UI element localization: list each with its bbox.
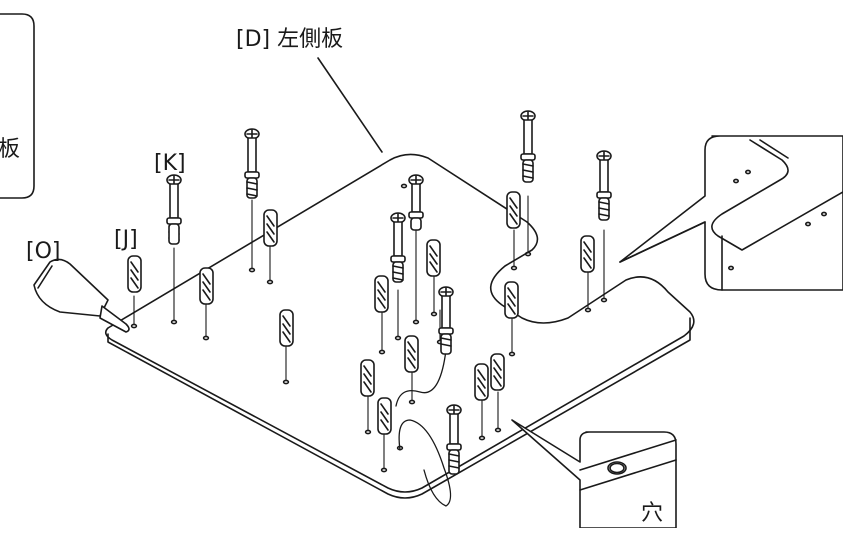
dowel [127, 255, 142, 293]
dowel-screw [244, 128, 260, 199]
cut-off-char: 板 [0, 137, 20, 162]
dowel [377, 397, 392, 435]
dowel [490, 353, 505, 391]
dowel [360, 359, 375, 397]
hole-label: 穴 [641, 501, 663, 526]
detail-callout-top [619, 135, 843, 291]
left-callout-box: 板 [0, 13, 35, 199]
dowel [506, 191, 521, 229]
dowel [474, 363, 489, 401]
dowel-screw [520, 110, 536, 183]
side-panel-label: [D] 左側板 [236, 27, 343, 52]
dowel-screw-label: [K] [154, 151, 186, 176]
glue-trace-2 [395, 349, 447, 407]
glue-label: [O] [26, 239, 60, 264]
dowel-screw [446, 404, 462, 475]
dowel [426, 239, 441, 277]
glue-trace [398, 419, 452, 507]
dowel-screws [166, 110, 612, 475]
dowel-screw [596, 150, 612, 221]
dowel [199, 267, 214, 305]
hole-callout: 穴 [511, 419, 677, 529]
dowels [127, 191, 595, 435]
dowel [263, 209, 278, 247]
dowel [404, 335, 419, 373]
dowel [374, 275, 389, 313]
side-panel-d [104, 153, 695, 499]
dowel-screw [408, 174, 424, 231]
dowel-screw [390, 212, 406, 283]
leader-side-panel [317, 57, 383, 153]
panel-holes [130, 183, 608, 473]
dowel-screw [438, 286, 454, 355]
dowel [279, 309, 294, 347]
dowel [504, 281, 519, 319]
dowel-label: [J] [114, 227, 138, 252]
glue-bottle [33, 258, 130, 333]
dowel-screw [166, 174, 182, 245]
dowel [580, 235, 595, 273]
